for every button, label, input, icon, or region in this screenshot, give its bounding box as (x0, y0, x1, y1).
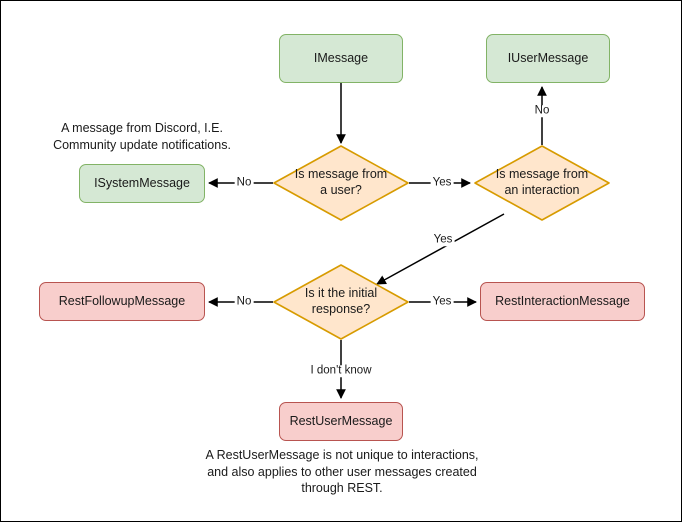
node-restfollowupmessage[interactable]: RestFollowupMessage (39, 282, 205, 321)
decision-is-from-user[interactable]: Is message from a user? (273, 145, 409, 221)
edge-label-e-initial-q-no: No (234, 295, 254, 308)
diamond-shape (273, 145, 409, 221)
node-restinteractionmessage[interactable]: RestInteractionMessage (480, 282, 645, 321)
edge-label-e-initial-q-dontknow: I don't know (308, 364, 374, 377)
decision-is-from-interaction[interactable]: Is message from an interaction (474, 145, 610, 221)
edge-label-e-user-q-no: No (234, 176, 254, 189)
node-imessage[interactable]: IMessage (279, 34, 403, 83)
annotation-rest-user-message-note: A RestUserMessage is not unique to inter… (205, 448, 479, 495)
diamond-shape (273, 264, 409, 340)
decision-label-is-initial-response: Is it the initial response? (304, 286, 378, 316)
annotation-system-message-note: A message from Discord, I.E. Community u… (53, 121, 231, 152)
decision-label-is-from-interaction: Is message from an interaction (495, 167, 589, 197)
edge-label-e-user-q-yes: Yes (430, 176, 454, 189)
node-iusermessage[interactable]: IUserMessage (486, 34, 610, 83)
node-restusermessage[interactable]: RestUserMessage (279, 402, 403, 441)
diamond-shape (474, 145, 610, 221)
edge-label-e-interaction-q-no: No (532, 104, 552, 117)
edge-label-e-interaction-q-yes: Yes (431, 233, 455, 246)
edge-label-e-initial-q-yes: Yes (430, 295, 454, 308)
decision-label-is-from-user: Is message from a user? (294, 167, 388, 197)
decision-is-initial-response[interactable]: Is it the initial response? (273, 264, 409, 340)
node-isystemmessage[interactable]: ISystemMessage (79, 164, 205, 203)
